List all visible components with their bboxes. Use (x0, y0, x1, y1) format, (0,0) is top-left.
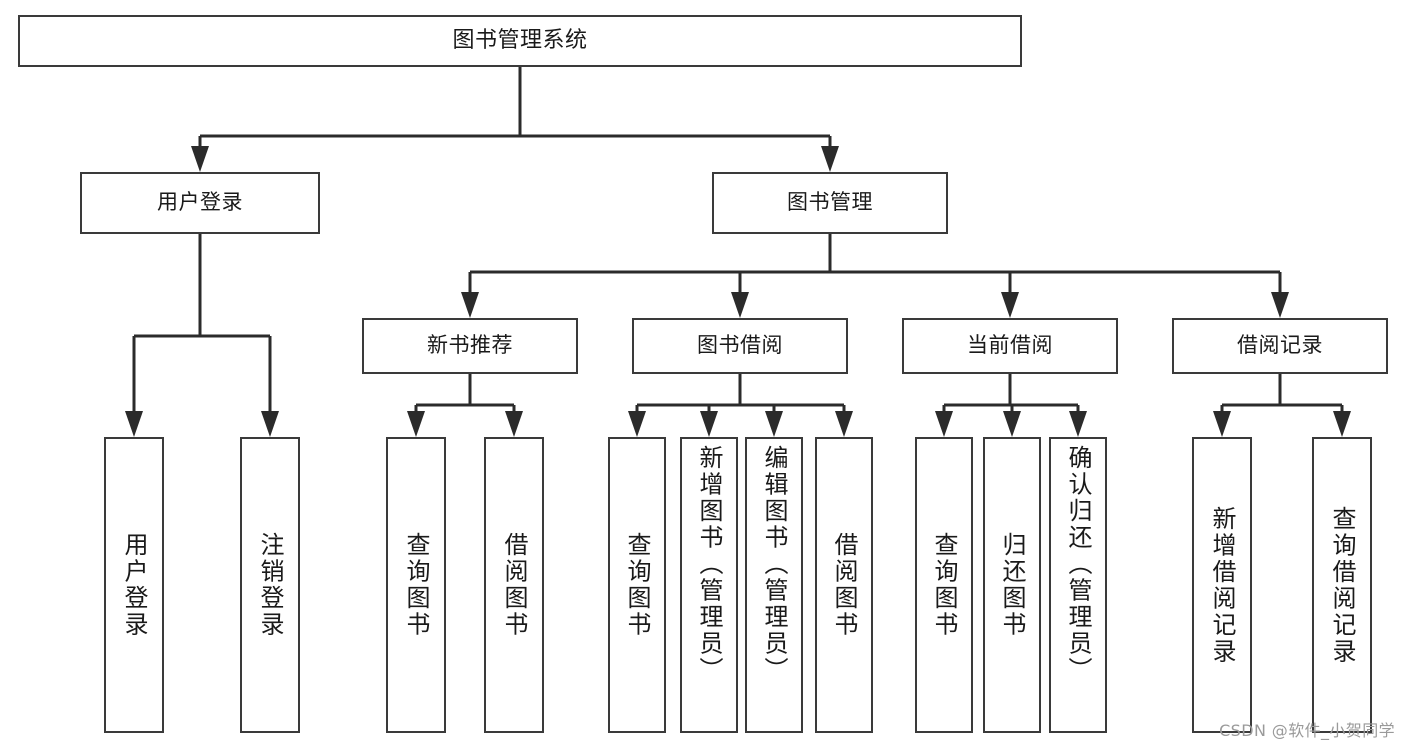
node-leaf-query-book-1[interactable]: 查询图书 (386, 437, 446, 733)
node-book-manage[interactable]: 图书管理 (712, 172, 948, 234)
watermark-text: CSDN @软件_小贺同学 (1219, 721, 1395, 740)
node-leaf-return-book-label: 归还图书 (998, 532, 1026, 638)
node-leaf-user-logout[interactable]: 注销登录 (240, 437, 300, 733)
node-leaf-return-book[interactable]: 归还图书 (983, 437, 1041, 733)
arrowhead-current-borrow-0 (935, 411, 953, 437)
node-leaf-query-record[interactable]: 查询借阅记录 (1312, 437, 1372, 733)
node-leaf-borrow-book-2-label: 借阅图书 (830, 532, 858, 638)
arrowhead-book-borrow-0 (628, 411, 646, 437)
node-root-system-label: 图书管理系统 (452, 27, 588, 53)
node-leaf-user-login-label: 用户登录 (120, 532, 148, 638)
node-leaf-confirm-return[interactable]: 确认归还（管理员） (1049, 437, 1107, 733)
node-leaf-add-book[interactable]: 新增图书（管理员） (680, 437, 738, 733)
node-leaf-borrow-book-1[interactable]: 借阅图书 (484, 437, 544, 733)
node-current-borrow[interactable]: 当前借阅 (902, 318, 1118, 374)
arrowhead-borrow-record-0 (1213, 411, 1231, 437)
node-leaf-add-record-label: 新增借阅记录 (1208, 505, 1236, 665)
arrowhead-book-manage-2 (1001, 292, 1019, 318)
node-leaf-query-record-label: 查询借阅记录 (1328, 505, 1356, 665)
arrowhead-root-1 (821, 146, 839, 172)
arrowhead-root-0 (191, 146, 209, 172)
node-user-login-label: 用户登录 (157, 190, 243, 215)
arrowhead-current-borrow-2 (1069, 411, 1087, 437)
node-leaf-query-book-3[interactable]: 查询图书 (915, 437, 973, 733)
node-leaf-user-login[interactable]: 用户登录 (104, 437, 164, 733)
node-leaf-confirm-return-label: 确认归还（管理员） (1064, 445, 1092, 684)
node-borrow-record-label: 借阅记录 (1237, 333, 1323, 358)
arrowhead-book-borrow-2 (765, 411, 783, 437)
node-leaf-query-book-1-label: 查询图书 (402, 532, 430, 638)
node-leaf-query-book-2-label: 查询图书 (623, 532, 651, 638)
arrowhead-user-login-1 (261, 411, 279, 437)
node-new-book-rec[interactable]: 新书推荐 (362, 318, 578, 374)
node-leaf-edit-book[interactable]: 编辑图书（管理员） (745, 437, 803, 733)
node-book-borrow[interactable]: 图书借阅 (632, 318, 848, 374)
arrowhead-new-book-rec-0 (407, 411, 425, 437)
arrowhead-book-borrow-1 (700, 411, 718, 437)
node-user-login[interactable]: 用户登录 (80, 172, 320, 234)
node-leaf-query-book-3-label: 查询图书 (930, 532, 958, 638)
node-leaf-query-book-2[interactable]: 查询图书 (608, 437, 666, 733)
node-book-manage-label: 图书管理 (787, 190, 873, 215)
node-new-book-rec-label: 新书推荐 (427, 333, 513, 358)
arrowhead-book-borrow-3 (835, 411, 853, 437)
node-root-system[interactable]: 图书管理系统 (18, 15, 1022, 67)
node-leaf-edit-book-label: 编辑图书（管理员） (760, 445, 788, 684)
node-borrow-record[interactable]: 借阅记录 (1172, 318, 1388, 374)
arrowhead-book-manage-0 (461, 292, 479, 318)
node-leaf-user-logout-label: 注销登录 (256, 532, 284, 638)
arrowhead-new-book-rec-1 (505, 411, 523, 437)
node-leaf-add-record[interactable]: 新增借阅记录 (1192, 437, 1252, 733)
arrowhead-book-manage-3 (1271, 292, 1289, 318)
node-book-borrow-label: 图书借阅 (697, 333, 783, 358)
arrowhead-borrow-record-1 (1333, 411, 1351, 437)
arrowhead-book-manage-1 (731, 292, 749, 318)
arrowhead-current-borrow-1 (1003, 411, 1021, 437)
node-leaf-borrow-book-1-label: 借阅图书 (500, 532, 528, 638)
node-leaf-add-book-label: 新增图书（管理员） (695, 445, 723, 684)
node-current-borrow-label: 当前借阅 (967, 333, 1053, 358)
arrowhead-user-login-0 (125, 411, 143, 437)
node-leaf-borrow-book-2[interactable]: 借阅图书 (815, 437, 873, 733)
